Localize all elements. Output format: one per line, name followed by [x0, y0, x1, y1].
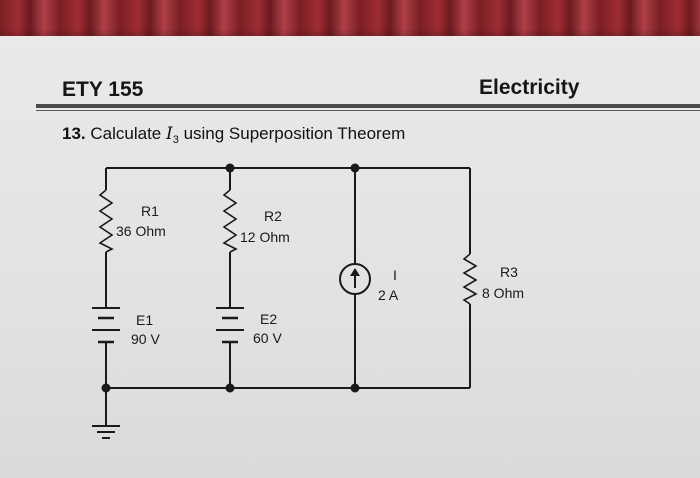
e2-name: E2 [260, 311, 277, 327]
subject-title: Electricity [479, 76, 580, 99]
problem-suffix: using Superposition Theorem [183, 124, 406, 143]
problem-statement: 13. Calculate I3 using Superposition The… [62, 124, 406, 146]
curtain-background [0, 0, 700, 40]
r2-name: R2 [264, 208, 282, 224]
r3-resistor [462, 253, 478, 305]
r2-value: 12 Ohm [240, 229, 290, 245]
junction-dots [101, 163, 360, 393]
source-name: I [393, 267, 397, 283]
problem-subscript: 3 [172, 134, 179, 146]
problem-number: 13. [62, 124, 86, 143]
current-source [339, 263, 371, 295]
ground-icon [92, 425, 120, 439]
e2-value: 60 V [253, 330, 282, 346]
r3-value: 8 Ohm [482, 285, 524, 301]
r3-name: R3 [500, 264, 518, 280]
r1-resistor [98, 189, 114, 253]
r2-resistor [222, 189, 238, 253]
problem-prefix: Calculate [90, 124, 162, 143]
problem-variable: I [165, 124, 173, 144]
course-code: ETY 155 [62, 78, 144, 101]
r1-value: 36 Ohm [116, 223, 166, 239]
header-rule-thin [36, 110, 700, 111]
e1-value: 90 V [131, 331, 160, 347]
source-value: 2 A [378, 287, 399, 303]
e2-battery [216, 307, 244, 344]
r1-name: R1 [141, 203, 159, 219]
e1-name: E1 [136, 312, 153, 328]
e1-battery [92, 307, 120, 344]
paper-sheet [0, 36, 700, 478]
circuit-wires [105, 167, 471, 426]
header-rule-thick [36, 104, 700, 108]
